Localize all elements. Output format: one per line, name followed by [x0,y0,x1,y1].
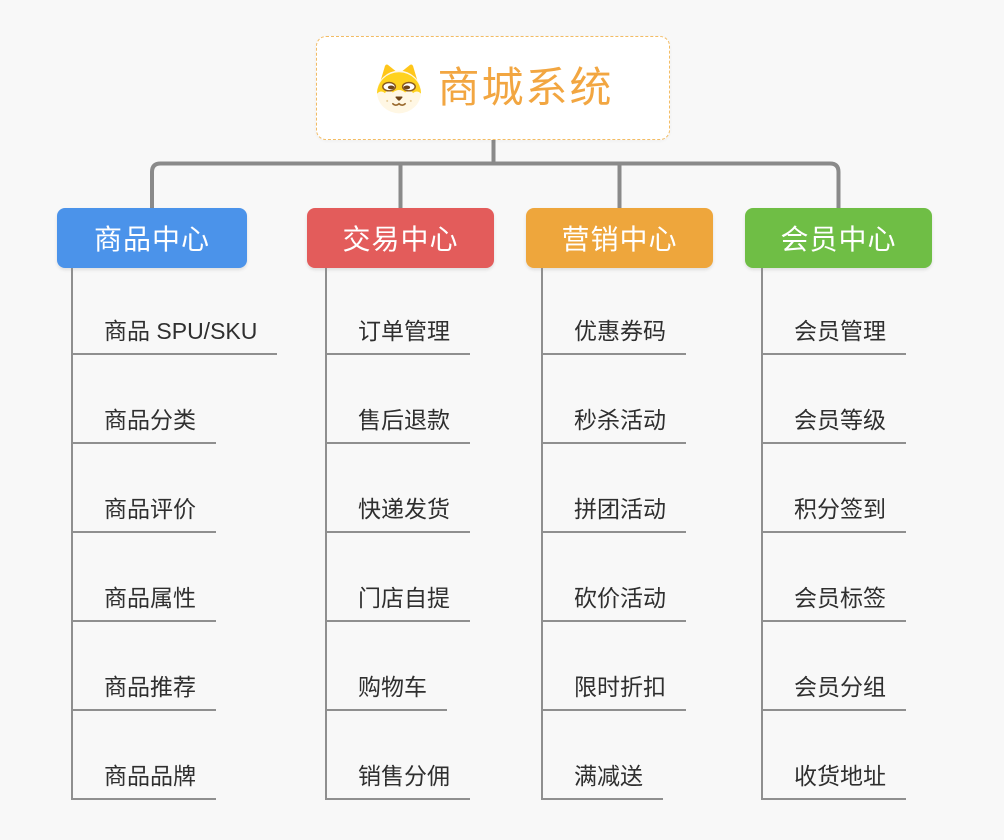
branch-label: 商品中心 [93,224,210,255]
branch-node[interactable]: 会员中心 [745,208,932,268]
branch-item[interactable]: 商品推荐 [72,663,216,711]
branch-item[interactable]: 收货地址 [762,752,906,800]
branch-item[interactable]: 拼团活动 [542,485,686,533]
branch-item[interactable]: 积分签到 [762,485,906,533]
branch-item[interactable]: 商品品牌 [72,752,216,800]
branch-drop-line [761,268,763,800]
branch-item[interactable]: 会员管理 [762,307,906,355]
branch-item[interactable]: 会员分组 [762,663,906,711]
branch-label: 营销中心 [561,224,678,255]
branch-item[interactable]: 销售分佣 [326,752,470,800]
branch-drop-line [71,268,73,800]
branch-item[interactable]: 砍价活动 [542,574,686,622]
branch-item[interactable]: 秒杀活动 [542,396,686,444]
branch-node[interactable]: 商品中心 [57,208,247,268]
branch-item[interactable]: 售后退款 [326,396,470,444]
root-node[interactable]: 商城系统 [316,36,670,140]
branch-item[interactable]: 商品 SPU/SKU [72,307,278,355]
branch-item[interactable]: 会员标签 [762,574,906,622]
root-title: 商城系统 [437,64,614,111]
branch-item[interactable]: 订单管理 [326,307,470,355]
branch-label: 会员中心 [780,224,897,255]
branch-item[interactable]: 快递发货 [326,485,470,533]
branch-item[interactable]: 满减送 [542,752,663,800]
branch-item[interactable]: 门店自提 [326,574,470,622]
branch-item[interactable]: 购物车 [326,663,447,711]
branch-item[interactable]: 商品分类 [72,396,216,444]
branch-node[interactable]: 营销中心 [526,208,713,268]
dog-face-icon [377,64,422,114]
branch-drop-line [541,268,543,800]
branch-drop-line [325,268,327,800]
branch-item[interactable]: 优惠券码 [542,307,686,355]
branch-node[interactable]: 交易中心 [307,208,494,268]
branch-item[interactable]: 商品属性 [72,574,216,622]
branch-item[interactable]: 限时折扣 [542,663,686,711]
branch-item[interactable]: 商品评价 [72,485,216,533]
branch-item[interactable]: 会员等级 [762,396,906,444]
branch-label: 交易中心 [342,224,459,255]
